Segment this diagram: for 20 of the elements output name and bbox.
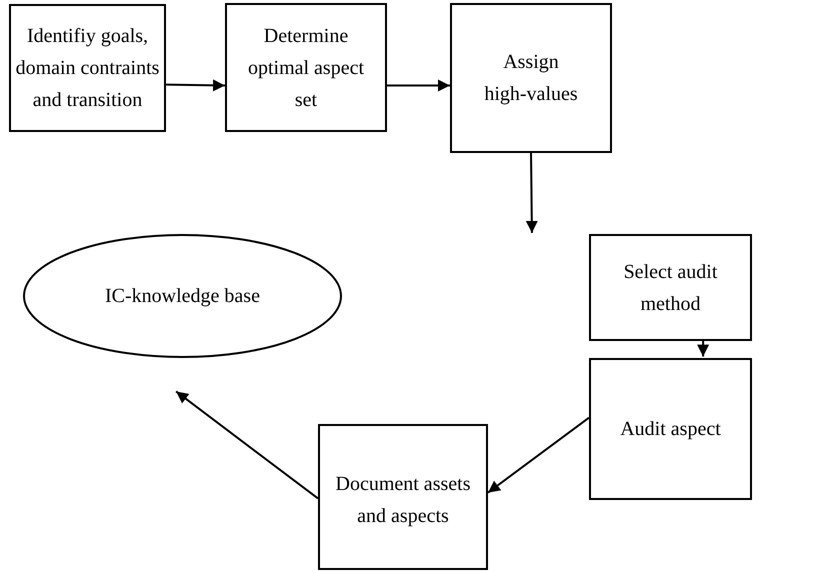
arrow [697, 341, 710, 357]
arrow [176, 390, 319, 500]
process-box [318, 424, 488, 570]
arrow [526, 152, 538, 233]
process-box [589, 358, 752, 500]
box-label: Determine optimal aspect set [246, 24, 366, 112]
box-label: Audit aspect [620, 417, 721, 442]
arrow [387, 80, 450, 92]
box-label: Document assets and aspects [334, 472, 472, 529]
process-box [450, 3, 612, 153]
process-box [225, 3, 387, 132]
box-label: Assign high-values [484, 50, 578, 107]
arrow [487, 416, 590, 494]
box-label: IC-knowledge base [105, 284, 260, 309]
ellipse-node [23, 234, 342, 358]
arrow [166, 79, 226, 92]
box-label: Identifiy goals, domain contraints and transition [14, 24, 160, 113]
box-label: Select audit method [622, 260, 718, 316]
process-box [589, 234, 752, 341]
process-box [9, 4, 166, 132]
